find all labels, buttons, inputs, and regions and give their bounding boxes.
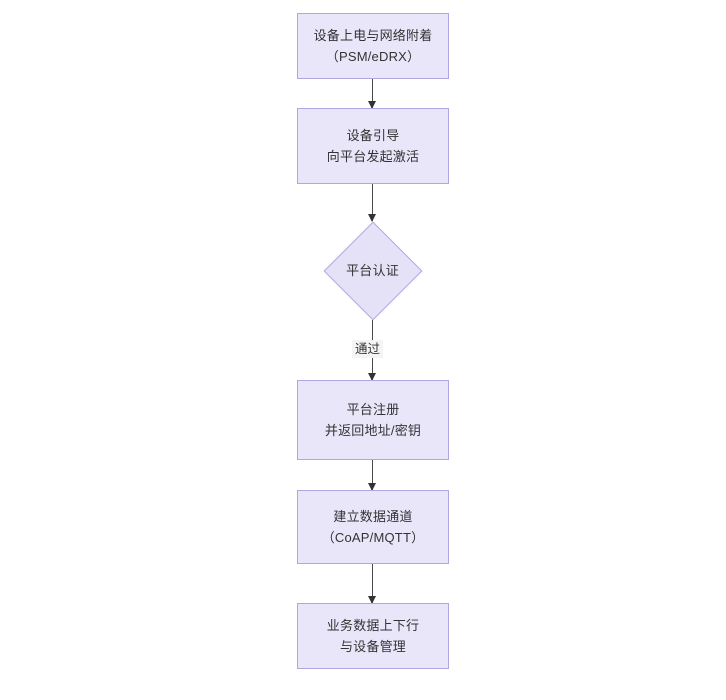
flow-node-label: 设备上电与网络附着 （PSM/eDRX） (313, 28, 433, 64)
arrowhead-icon (368, 596, 376, 604)
flow-node-platform-register[interactable]: 平台注册 并返回地址/密钥 (297, 380, 449, 460)
arrowhead-icon (368, 214, 376, 222)
arrowhead-icon (368, 373, 376, 381)
flow-node-platform-auth-decision[interactable]: 平台认证 (323, 221, 422, 320)
flow-connector-power-to-bootstrap (368, 79, 376, 109)
flow-connector-bootstrap-to-auth (368, 184, 376, 222)
flow-node-device-bootstrap[interactable]: 设备引导 向平台发起激活 (297, 108, 449, 184)
flow-node-business-data[interactable]: 业务数据上下行 与设备管理 (297, 603, 449, 669)
flow-edge-label-pass: 通过 (352, 340, 384, 358)
arrowhead-icon (368, 483, 376, 491)
flow-node-label: 平台注册 并返回地址/密钥 (324, 402, 422, 438)
flow-connector-register-to-channel (368, 460, 376, 491)
flow-node-label: 业务数据上下行 与设备管理 (326, 618, 420, 654)
flow-connector-channel-to-data (368, 564, 376, 604)
flow-node-power-on[interactable]: 设备上电与网络附着 （PSM/eDRX） (297, 13, 449, 79)
arrowhead-icon (368, 101, 376, 109)
flow-node-label: 平台认证 (346, 263, 399, 278)
flow-node-establish-data-channel[interactable]: 建立数据通道 （CoAP/MQTT） (297, 490, 449, 564)
flow-node-label: 设备引导 向平台发起激活 (326, 128, 420, 164)
flow-node-label: 建立数据通道 （CoAP/MQTT） (321, 509, 425, 545)
